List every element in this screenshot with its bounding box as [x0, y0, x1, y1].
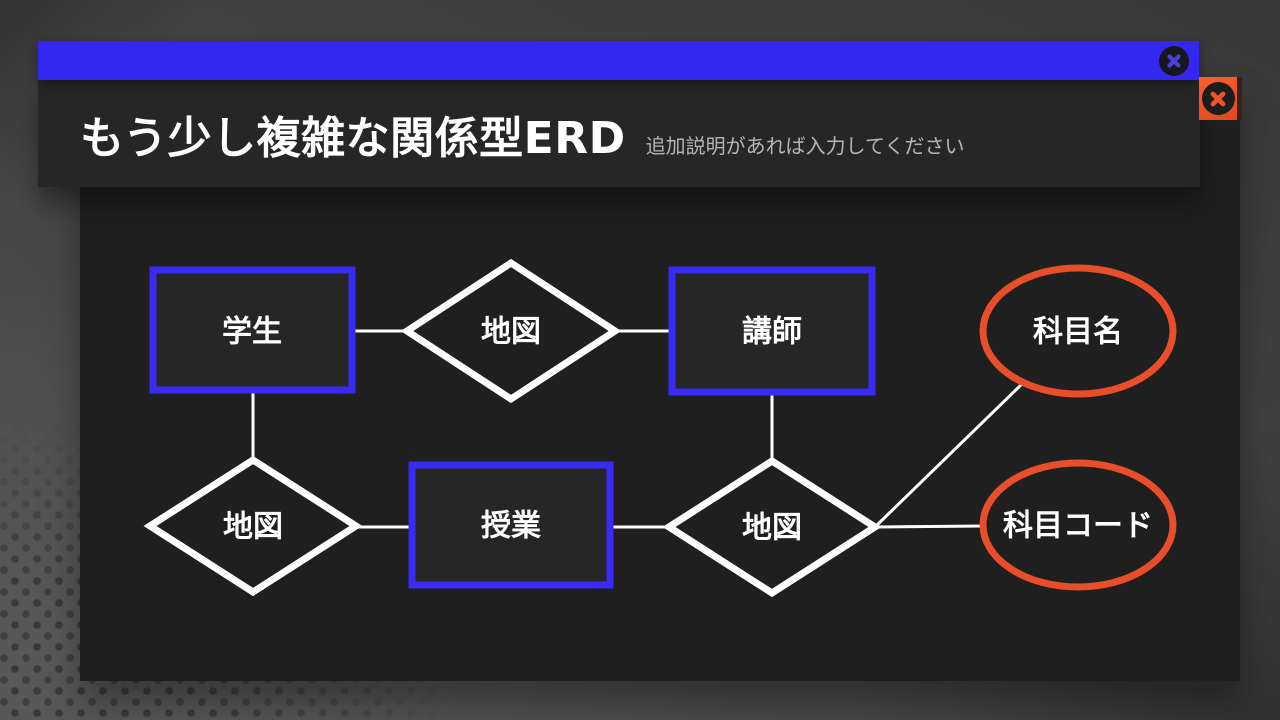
connector-map-bottomcenter-subjectname: [873, 380, 1026, 529]
connector-map-bottomcenter-subjectcode: [874, 524, 984, 529]
relationship-map-bottom-left[interactable]: 地図: [143, 455, 363, 597]
attribute-subject-code[interactable]: 科目コード: [979, 459, 1177, 591]
modal-close-button[interactable]: [1199, 77, 1242, 120]
entity-class[interactable]: 授業: [408, 461, 614, 589]
entity-instructor[interactable]: 講師: [668, 266, 876, 396]
page-title: もう少し複雑な関係型ERD: [80, 112, 626, 164]
attribute-subject-name-label: 科目名: [1033, 315, 1123, 350]
relationship-map-top-label: 地図: [481, 315, 541, 350]
entity-student-label: 学生: [222, 315, 282, 350]
attribute-subject-code-label: 科目コード: [1003, 509, 1153, 544]
entity-class-label: 授業: [481, 509, 541, 544]
close-icon: [1210, 91, 1226, 106]
description-placeholder[interactable]: 追加説明があれば入力してください: [645, 133, 965, 158]
relationship-map-bottom-left-label: 地図: [223, 510, 283, 545]
relationship-map-bottom-center[interactable]: 地図: [662, 456, 882, 598]
window-header: もう少し複雑な関係型ERD 追加説明があれば入力してください: [38, 80, 1200, 187]
attribute-subject-name[interactable]: 科目名: [979, 264, 1177, 398]
entity-instructor-label: 講師: [742, 315, 802, 350]
entity-student[interactable]: 学生: [149, 266, 356, 394]
titlebar-close-button[interactable]: [1159, 45, 1189, 76]
relationship-map-bottom-center-label: 地図: [742, 511, 802, 546]
modal-close-chip: [1201, 82, 1235, 115]
relationship-map-top[interactable]: 地図: [400, 258, 622, 404]
close-icon: [1167, 53, 1181, 68]
window-titlebar[interactable]: [38, 41, 1199, 80]
erd-diagram: 学生 地図 講師 科目名 地図 授業 地図: [143, 258, 1177, 598]
